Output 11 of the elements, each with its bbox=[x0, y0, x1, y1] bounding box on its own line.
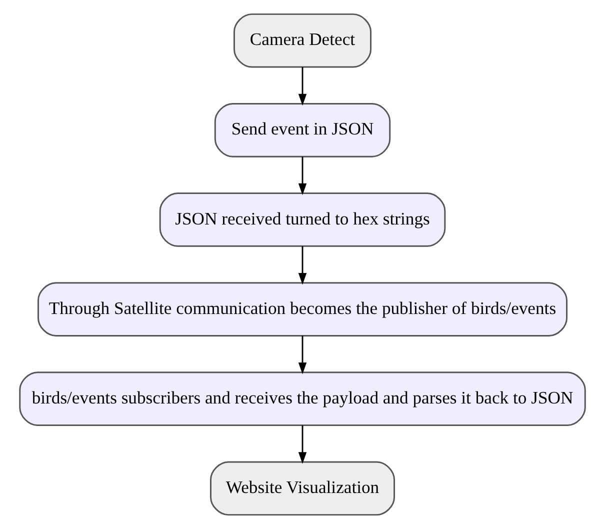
arrow bbox=[298, 425, 307, 464]
node-box: Through Satellite communication becomes the publisher of birds/events bbox=[38, 282, 568, 336]
arrow bbox=[298, 246, 307, 285]
arrow bbox=[298, 67, 307, 106]
node-box: Send event in JSON bbox=[214, 103, 391, 158]
arrow bbox=[298, 156, 307, 196]
node-box: Website Visualization bbox=[210, 461, 395, 516]
arrow bbox=[298, 336, 307, 374]
node-box: Camera Detect bbox=[234, 13, 372, 68]
node-box: birds/events subscribers and receives the payload and parses it back to JSON bbox=[19, 372, 586, 426]
node-box: JSON received turned to hex strings bbox=[159, 192, 446, 247]
